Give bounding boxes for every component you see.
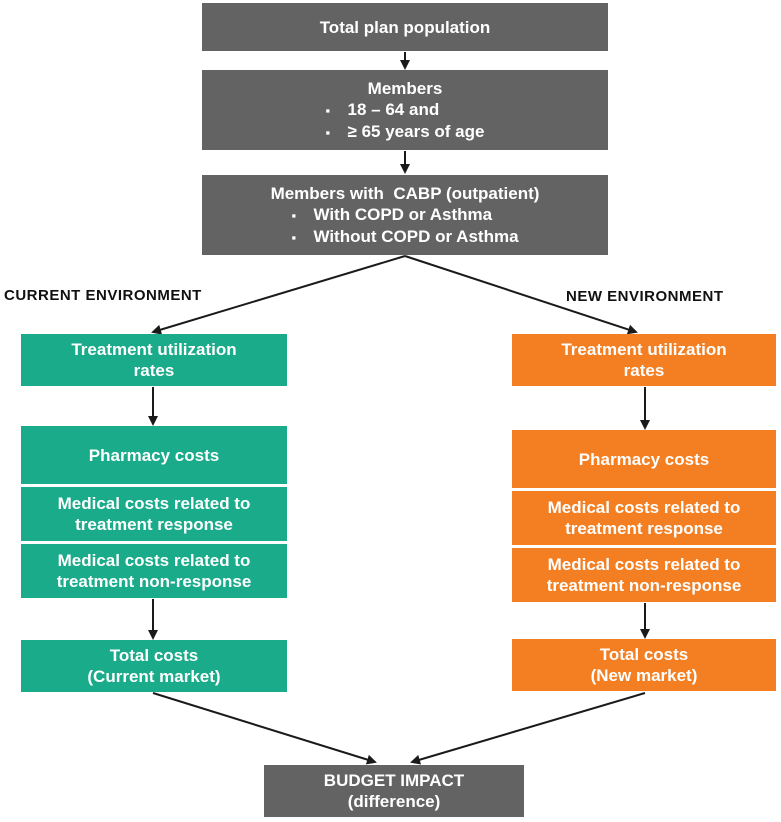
current-total-line-1: Total costs (109, 646, 199, 665)
new-pharmacy-costs-box: Pharmacy costs (512, 430, 776, 488)
new-environment-label: NEW ENVIRONMENT (566, 288, 724, 305)
arrow-cabp-to-new (404, 255, 638, 335)
new-nonresponse-line-2: treatment non-response (546, 576, 742, 595)
budget-impact-title: BUDGET IMPACT (323, 771, 465, 790)
current-response-line-2: treatment response (75, 515, 233, 534)
new-pharmacy-costs-text: Pharmacy costs (578, 449, 710, 469)
cabp-title: Members with CABP (outpatient) (270, 183, 540, 203)
members-bullet-age-18-64: 18 – 64 and (326, 99, 485, 121)
current-environment-label: CURRENT ENVIRONMENT (4, 287, 202, 304)
new-total-costs-box: Total costs (New market) (512, 639, 776, 691)
current-treatment-utilization-box: Treatment utilization rates (21, 334, 287, 386)
new-treatment-utilization-box: Treatment utilization rates (512, 334, 776, 386)
new-response-line-2: treatment response (565, 519, 723, 538)
current-response-costs-box: Medical costs related to treatment respo… (21, 487, 287, 541)
new-nonresponse-line-1: Medical costs related to (547, 555, 741, 574)
cabp-bullet-with-copd: With COPD or Asthma (291, 204, 518, 226)
current-response-line-1: Medical costs related to (57, 494, 251, 513)
current-pharmacy-costs-box: Pharmacy costs (21, 426, 287, 484)
current-nonresponse-line-1: Medical costs related to (57, 551, 251, 570)
cabp-members-box: Members with CABP (outpatient) With COPD… (202, 175, 608, 255)
new-nonresponse-costs-box: Medical costs related to treatment non-r… (512, 548, 776, 602)
total-plan-population-box: Total plan population (202, 3, 608, 51)
current-total-costs-box: Total costs (Current market) (21, 640, 287, 692)
current-utilization-line-2: rates (133, 361, 175, 380)
arrow-new-total-to-budget (410, 692, 646, 765)
new-total-line-1: Total costs (599, 645, 689, 664)
arrow-cabp-to-current (151, 255, 406, 335)
new-response-line-1: Medical costs related to (547, 498, 741, 517)
budget-impact-subtitle: (difference) (347, 792, 441, 811)
current-nonresponse-costs-box: Medical costs related to treatment non-r… (21, 544, 287, 598)
cabp-bullet-without-copd: Without COPD or Asthma (291, 226, 518, 248)
arrow-current-total-to-budget (152, 692, 377, 765)
new-response-costs-box: Medical costs related to treatment respo… (512, 491, 776, 545)
new-utilization-line-1: Treatment utilization (561, 340, 727, 359)
total-plan-population-text: Total plan population (319, 17, 491, 37)
current-pharmacy-costs-text: Pharmacy costs (88, 445, 220, 465)
members-box: Members 18 – 64 and ≥ 65 years of age (202, 70, 608, 150)
current-utilization-line-1: Treatment utilization (71, 340, 237, 359)
budget-impact-box: BUDGET IMPACT (difference) (264, 765, 524, 817)
current-total-line-2: (Current market) (87, 667, 221, 686)
members-bullet-age-65-plus: ≥ 65 years of age (326, 121, 485, 143)
new-total-line-2: (New market) (590, 666, 698, 685)
members-title: Members (367, 78, 443, 98)
cabp-bullet-list: With COPD or Asthma Without COPD or Asth… (291, 204, 518, 248)
members-bullet-list: 18 – 64 and ≥ 65 years of age (326, 99, 485, 143)
new-utilization-line-2: rates (623, 361, 665, 380)
current-nonresponse-line-2: treatment non-response (56, 572, 252, 591)
